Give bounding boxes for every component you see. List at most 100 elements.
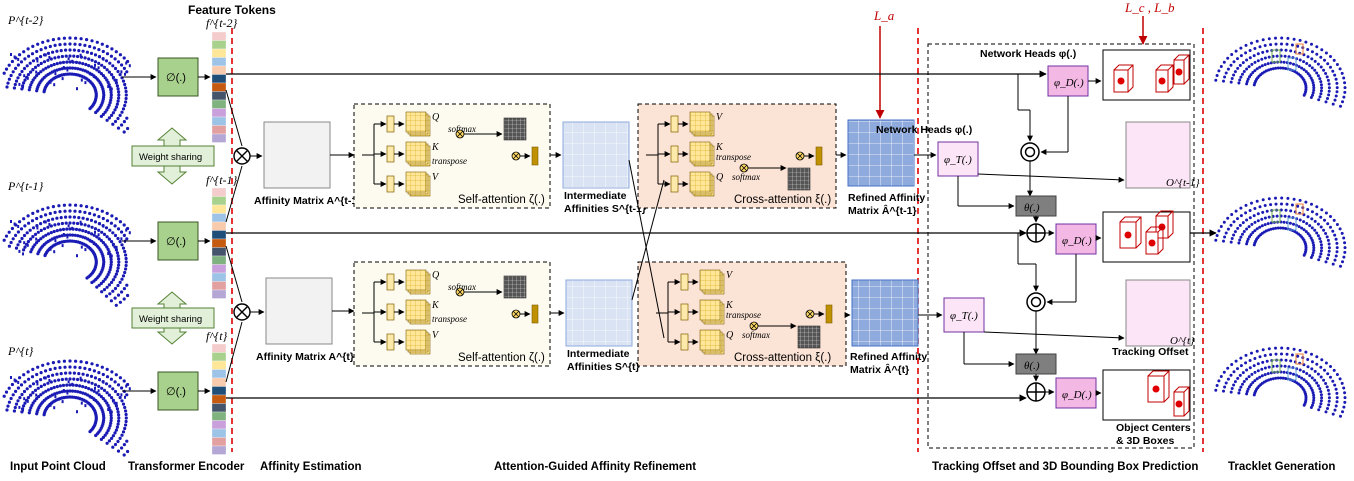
prediction-panel	[927, 43, 1195, 449]
phi-t-label-2: φ_T(.)	[950, 310, 978, 322]
svg-text:softmax: softmax	[742, 330, 770, 340]
svg-text:Q: Q	[432, 112, 440, 123]
svg-text:K: K	[715, 142, 724, 153]
cross-attention-label-bottom: Cross-attention ξ(.)	[734, 352, 831, 364]
phi-d-box-1	[1047, 65, 1089, 97]
encoder-box-2-label: ∅(.)	[166, 236, 186, 248]
caption-prediction: Tracking Offset and 3D Bounding Box Pred…	[932, 461, 1198, 473]
phi-d-label-2: φ_D(.)	[1062, 235, 1092, 247]
caption-encoder: Transformer Encoder	[128, 461, 245, 473]
phi-d-label-1: φ_D(.)	[1054, 77, 1084, 89]
phi-t-label-1: φ_T(.)	[944, 154, 972, 166]
intermediate-label-bottom-2: Affinities S^{t}	[567, 361, 640, 373]
frame-label-t: P^{t}	[7, 344, 34, 358]
self-attention-label-top: Self-attention ζ(.)	[458, 194, 545, 206]
tracklet-cloud-2	[1214, 196, 1347, 268]
weight-sharing-2	[131, 291, 215, 345]
svg-text:transpose: transpose	[716, 152, 751, 162]
phi-d-box-2	[1055, 223, 1097, 255]
theta-label-top: θ(.)	[1024, 202, 1040, 214]
object-centers-label-2: & 3D Boxes	[1116, 435, 1175, 447]
encoder-box-1	[157, 57, 199, 97]
phi-d-box-3	[1055, 377, 1097, 409]
refined-affinity-bottom	[851, 279, 919, 347]
intermediate-label-bottom-1: Intermediate	[567, 348, 630, 360]
feature-tokens-t-2	[211, 31, 227, 143]
svg-text:softmax: softmax	[448, 124, 476, 134]
frame-label-t-1: P^{t-1}	[7, 179, 44, 193]
offset-box-prev	[1125, 121, 1191, 189]
offset-label-cur: O^{t}	[1170, 335, 1195, 347]
offset-label-prev: O^{t-1}	[1166, 177, 1200, 189]
feature-tokens-t	[211, 343, 227, 455]
svg-text:K: K	[725, 300, 734, 311]
multiply-op-top	[233, 147, 251, 165]
caption-refinement: Attention-Guided Affinity Refinement	[494, 461, 696, 473]
feature-label-t-2: f^{t-2}	[206, 16, 238, 30]
svg-text:V: V	[432, 172, 440, 183]
svg-text:V: V	[432, 330, 440, 341]
refined-affinity-top	[847, 119, 915, 187]
svg-text:Q: Q	[432, 270, 440, 281]
loss-a-label: L_a	[873, 8, 895, 23]
phi-d-label-3: φ_D(.)	[1062, 389, 1092, 401]
add-op-top	[1026, 223, 1046, 243]
point-cloud-t-2	[2, 36, 131, 134]
weight-sharing-1	[131, 127, 215, 185]
phi-t-box-2	[943, 297, 985, 333]
concat-op-bottom	[1026, 292, 1046, 312]
affinity-label-bottom: Affinity Matrix A^{t}	[256, 351, 354, 363]
intermediate-label-top-1: Intermediate	[564, 190, 627, 202]
loss-cb-label: L_c , L_b	[1124, 0, 1175, 15]
refined-label-top-2: Matrix Â^{t-1}	[848, 204, 917, 217]
weight-sharing-2-label: Weight sharing	[139, 314, 202, 325]
tracklet-cloud-1	[1214, 36, 1347, 108]
caption-input: Input Point Cloud	[10, 461, 106, 473]
network-heads-label-1: Network Heads φ(.)	[980, 48, 1076, 60]
feature-tokens-t-1	[211, 187, 227, 299]
svg-text:K: K	[431, 142, 440, 153]
feature-label-t-1: f^{t-1}	[206, 173, 238, 187]
encoder-box-3	[157, 371, 199, 411]
svg-text:Q: Q	[716, 172, 724, 183]
feature-label-t: f^{t}	[206, 329, 228, 343]
encoder-box-3-label: ∅(.)	[166, 386, 186, 398]
concat-op-top	[1020, 142, 1040, 162]
svg-text:transpose: transpose	[432, 314, 467, 324]
svg-text:Q: Q	[726, 330, 734, 341]
refined-label-bottom-1: Refined Affinity	[850, 351, 927, 363]
encoder-box-1-label: ∅(.)	[166, 72, 186, 84]
add-op-bottom	[1026, 382, 1046, 402]
frame-label-t-2: P^{t-2}	[7, 13, 44, 27]
affinity-matrix-bottom	[265, 277, 333, 345]
caption-tracklet: Tracklet Generation	[1228, 461, 1335, 473]
point-cloud-t	[2, 359, 131, 457]
refined-label-bottom-2: Matrix Â^{t}	[850, 363, 909, 376]
cross-attention-label-top: Cross-attention ξ(.)	[734, 194, 831, 206]
feature-tokens-label: Feature Tokens	[188, 3, 276, 17]
affinity-matrix-top	[263, 121, 331, 189]
intermediate-affinity-top	[562, 121, 630, 189]
refined-label-top-1: Refined Affinity	[848, 192, 925, 204]
phi-t-box-1	[937, 141, 979, 177]
svg-text:softmax: softmax	[732, 172, 760, 182]
tracking-offset-label: Tracking Offset	[1112, 346, 1189, 358]
intermediate-affinity-bottom	[565, 279, 633, 347]
point-cloud-t-1	[2, 203, 131, 307]
self-attention-label-bottom: Self-attention ζ(.)	[458, 352, 545, 364]
theta-label-bottom: θ(.)	[1024, 360, 1040, 372]
svg-text:V: V	[716, 112, 724, 123]
offset-box-cur	[1125, 279, 1191, 347]
weight-sharing-1-label: Weight sharing	[139, 152, 202, 163]
object-centers-label-1: Object Centers	[1116, 422, 1191, 434]
svg-text:transpose: transpose	[432, 156, 467, 166]
svg-text:V: V	[726, 270, 734, 281]
svg-text:transpose: transpose	[726, 310, 761, 320]
network-heads-label-2: Network Heads φ(.)	[876, 124, 972, 136]
caption-affinity: Affinity Estimation	[260, 461, 362, 473]
svg-text:K: K	[431, 300, 440, 311]
multiply-op-bottom	[233, 303, 251, 321]
intermediate-label-top-2: Affinities S^{t-1}	[564, 203, 646, 215]
affinity-label-top: Affinity Matrix A^{t-1}	[254, 195, 361, 207]
svg-text:softmax: softmax	[448, 282, 476, 292]
